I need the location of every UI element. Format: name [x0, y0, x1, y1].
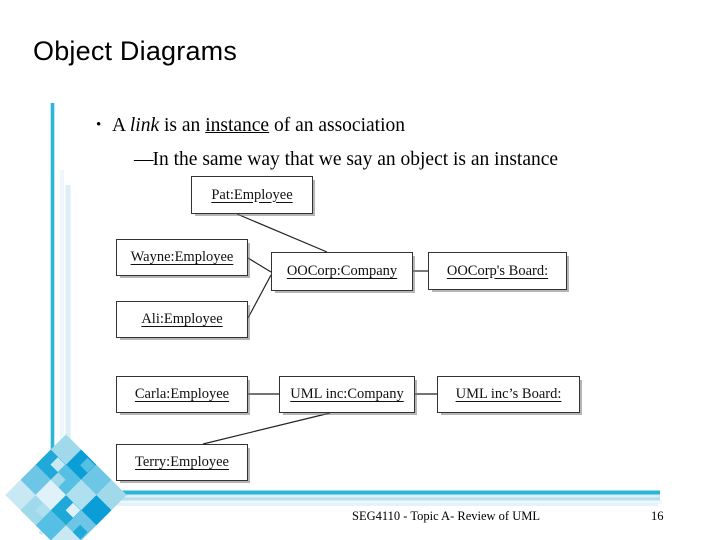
bullet-level-1: • A link is an instance of an association — [96, 115, 405, 137]
link-wayne-to-oocorp — [247, 257, 272, 273]
object-node-label: Pat:Employee — [211, 186, 293, 203]
object-node-terry: Terry:Employee — [116, 444, 248, 481]
bullet-level-2: —In the same way that we say an object i… — [134, 149, 558, 171]
em-dash-marker-icon: — — [134, 149, 153, 170]
object-node-umlincboard: UML inc’s Board: — [437, 376, 580, 413]
bullet-1-term-link: link — [129, 115, 160, 136]
object-node-ali: Ali:Employee — [116, 301, 248, 338]
link-terry-to-umlinc — [202, 412, 331, 445]
object-node-oocorp: OOCorp:Company — [271, 252, 413, 291]
object-node-wayne: Wayne:Employee — [116, 239, 248, 276]
object-node-carla: Carla:Employee — [116, 376, 248, 413]
object-node-label: Terry:Employee — [134, 454, 229, 470]
bullet-marker-icon: • — [96, 117, 102, 133]
bullet-1-text-pre: A — [112, 115, 130, 136]
page-title: Object Diagrams — [33, 36, 238, 66]
object-node-label: Ali:Employee — [141, 311, 223, 327]
bullet-1-term-instance: instance — [205, 115, 270, 136]
link-ali-to-oocorp — [247, 274, 272, 319]
bullet-1-text-mid: is an — [159, 115, 206, 136]
footer-course-label: SEG4110 - Topic A- Review of UML — [352, 509, 540, 523]
object-node-label: Carla:Employee — [134, 386, 230, 402]
object-node-label: Wayne:Employee — [130, 249, 234, 265]
bullet-2-text: In the same way that we say an object is… — [152, 149, 559, 170]
object-node-label: OOCorp:Company — [286, 263, 398, 279]
footer-page-number: 16 — [651, 509, 664, 523]
bullet-1-text-post: of an association — [269, 115, 405, 136]
object-node-label: OOCorp's Board: — [446, 262, 549, 279]
object-node-label: UML inc:Company — [290, 386, 404, 402]
object-node-umlinc: UML inc:Company — [279, 376, 415, 413]
object-node-oocorpboard: OOCorp's Board: — [428, 252, 567, 290]
link-pat-to-oocorp — [236, 213, 328, 253]
object-node-label: UML inc’s Board: — [455, 386, 562, 402]
object-node-pat: Pat:Employee — [191, 176, 313, 214]
